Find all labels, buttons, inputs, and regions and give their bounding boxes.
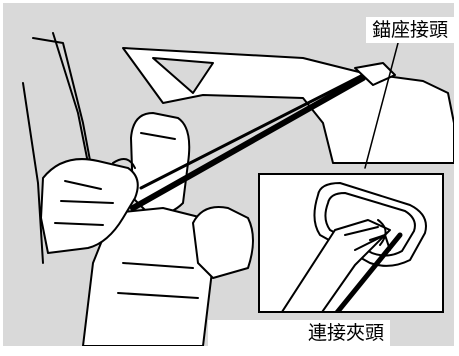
- detail-inset: [258, 173, 444, 313]
- clip-label: 連接夾頭: [208, 320, 391, 346]
- anchor-detail-drawing: [281, 182, 427, 311]
- illustration-frame: 錨座接頭 連接夾頭: [3, 3, 454, 346]
- anchor-point-label: 錨座接頭: [365, 17, 454, 43]
- seat-tether-drawing: [22, 32, 454, 346]
